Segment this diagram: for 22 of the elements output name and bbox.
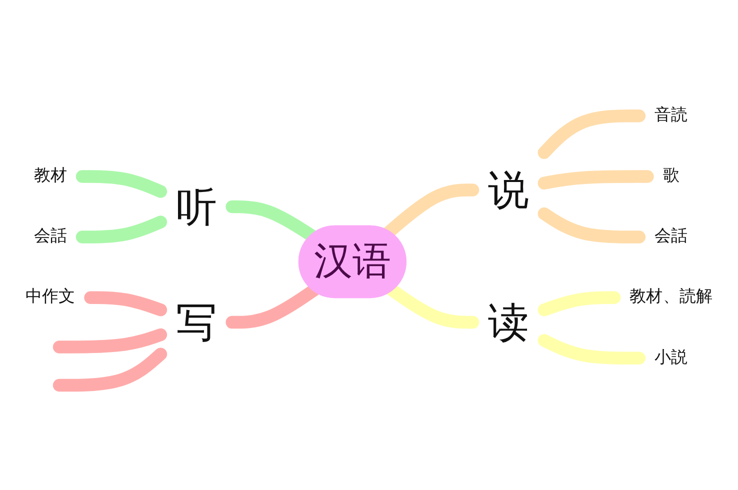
branch-label: 说: [488, 166, 529, 214]
leaf-label: 会話: [654, 227, 688, 246]
leaf-label: 中作文: [26, 288, 76, 307]
branch-label: 写: [176, 298, 217, 347]
branch-stroke: [538, 291, 621, 316]
leaf-label: 小説: [654, 348, 688, 368]
leaf-label: 音読: [654, 106, 688, 126]
leaf-label: 会話: [34, 227, 67, 246]
branch-label: 听: [176, 182, 217, 231]
branch-stroke: [52, 328, 168, 354]
branch-stroke: [538, 110, 646, 159]
branch-stroke: [52, 348, 168, 392]
branch-stroke: [84, 291, 168, 316]
leaf-label: 教材、読解: [630, 288, 712, 307]
branch-stroke: [76, 170, 168, 198]
branch-label: 读: [488, 298, 529, 347]
leaf-label: 歌: [662, 166, 680, 186]
branch-stroke: [538, 334, 646, 365]
topic-bubble: 汉语: [298, 225, 406, 298]
branch-stroke: [76, 216, 168, 244]
leaf-label: 教材: [34, 166, 67, 186]
branch-stroke: [538, 207, 646, 244]
